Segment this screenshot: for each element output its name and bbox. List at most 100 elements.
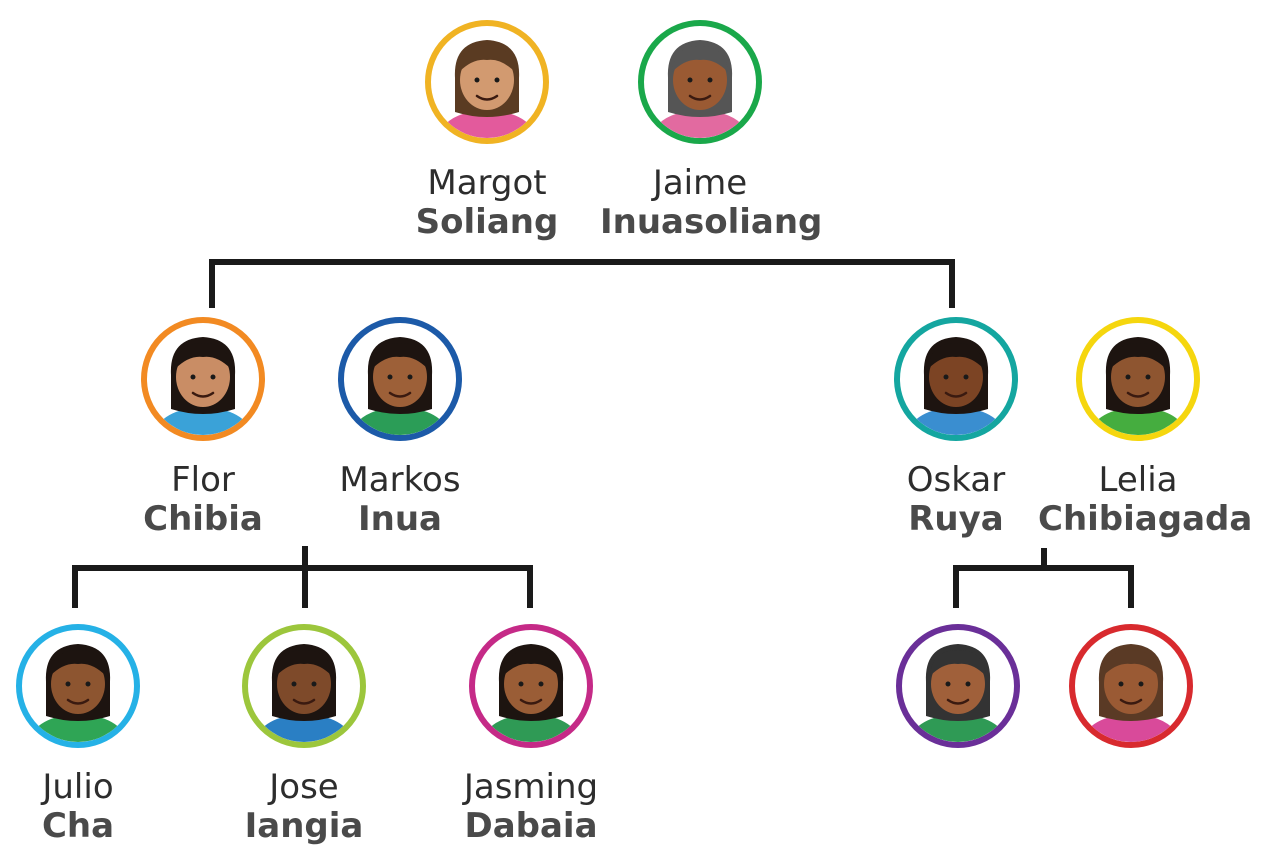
face-shape [673,50,727,110]
child-2-portrait [1069,624,1193,748]
fringe-shape [175,343,231,369]
mouth-shape [292,698,316,705]
face-shape [929,347,983,407]
face-shape [1104,654,1158,714]
face-shape [277,654,331,714]
shirt-shape [650,110,750,138]
mouth-shape [944,391,968,398]
eye-shape [943,374,949,380]
shirt-shape [1088,407,1188,435]
margot-first-name: Margot [427,163,547,203]
person-markos: Markos Inua [300,317,500,539]
markos-portrait [338,317,462,441]
person-child-2 [1031,624,1231,748]
person-jasming: Jasming Dabaia [431,624,631,846]
fringe-shape [50,650,106,676]
mouth-shape [475,94,499,101]
jaime-last-name: Inuasoliang [600,202,823,242]
fringe-shape [1110,343,1166,369]
eye-shape [1125,374,1131,380]
flor-first-name: Flor [171,460,235,500]
eye-shape [965,681,971,687]
child-1-portrait [896,624,1020,748]
shirt-shape [481,714,581,742]
fringe-shape [672,46,728,72]
connector-flor-markos-children [72,565,533,608]
jose-portrait [242,624,366,748]
person-lelia: Lelia Chibiagada [1038,317,1253,539]
eye-shape [387,374,393,380]
eye-shape [494,77,500,83]
connector-grandparents [209,259,955,308]
eye-shape [291,681,297,687]
margot-portrait [425,20,549,144]
flor-portrait [141,317,265,441]
face-shape [931,654,985,714]
mouth-shape [946,698,970,705]
mouth-shape [1126,391,1150,398]
jasming-portrait [469,624,593,748]
person-margot: Margot Soliang [387,20,587,242]
person-flor: Flor Chibia [103,317,303,539]
margot-last-name: Soliang [415,202,559,242]
face-shape [460,50,514,110]
person-julio: Julio Cha [0,624,178,846]
oskar-portrait [894,317,1018,441]
eye-shape [85,681,91,687]
eye-shape [1145,374,1151,380]
eye-shape [963,374,969,380]
eye-shape [707,77,713,83]
jasming-last-name: Dabaia [464,806,598,846]
lelia-first-name: Lelia [1098,460,1178,500]
jose-last-name: Iangia [244,806,364,846]
oskar-last-name: Ruya [908,499,1004,539]
fringe-shape [276,650,332,676]
lelia-portrait [1076,317,1200,441]
fringe-shape [928,343,984,369]
shirt-shape [153,407,253,435]
fringe-shape [459,46,515,72]
jasming-first-name: Jasming [463,767,599,807]
jose-first-name: Jose [269,767,339,807]
face-shape [373,347,427,407]
eye-shape [687,77,693,83]
markos-last-name: Inua [357,499,442,539]
shirt-shape [437,110,537,138]
julio-last-name: Cha [41,806,115,846]
eye-shape [210,374,216,380]
mouth-shape [519,698,543,705]
lelia-last-name: Chibiagada [1038,499,1253,539]
julio-portrait [16,624,140,748]
shirt-shape [350,407,450,435]
shirt-shape [1081,714,1181,742]
markos-first-name: Markos [339,460,461,500]
fringe-shape [503,650,559,676]
person-child-1 [858,624,1058,748]
eye-shape [65,681,71,687]
julio-first-name: Julio [42,767,114,807]
shirt-shape [254,714,354,742]
eye-shape [518,681,524,687]
face-shape [176,347,230,407]
oskar-first-name: Oskar [906,460,1006,500]
eye-shape [190,374,196,380]
eye-shape [311,681,317,687]
eye-shape [407,374,413,380]
fringe-shape [372,343,428,369]
shirt-shape [906,407,1006,435]
eye-shape [474,77,480,83]
face-shape [504,654,558,714]
eye-shape [1138,681,1144,687]
flor-last-name: Chibia [143,499,263,539]
fringe-shape [930,650,986,676]
shirt-shape [28,714,128,742]
mouth-shape [688,94,712,101]
jaime-portrait [638,20,762,144]
jaime-first-name: Jaime [652,163,748,203]
mouth-shape [66,698,90,705]
eye-shape [945,681,951,687]
person-jaime: Jaime Inuasoliang [600,20,823,242]
mouth-shape [191,391,215,398]
eye-shape [538,681,544,687]
